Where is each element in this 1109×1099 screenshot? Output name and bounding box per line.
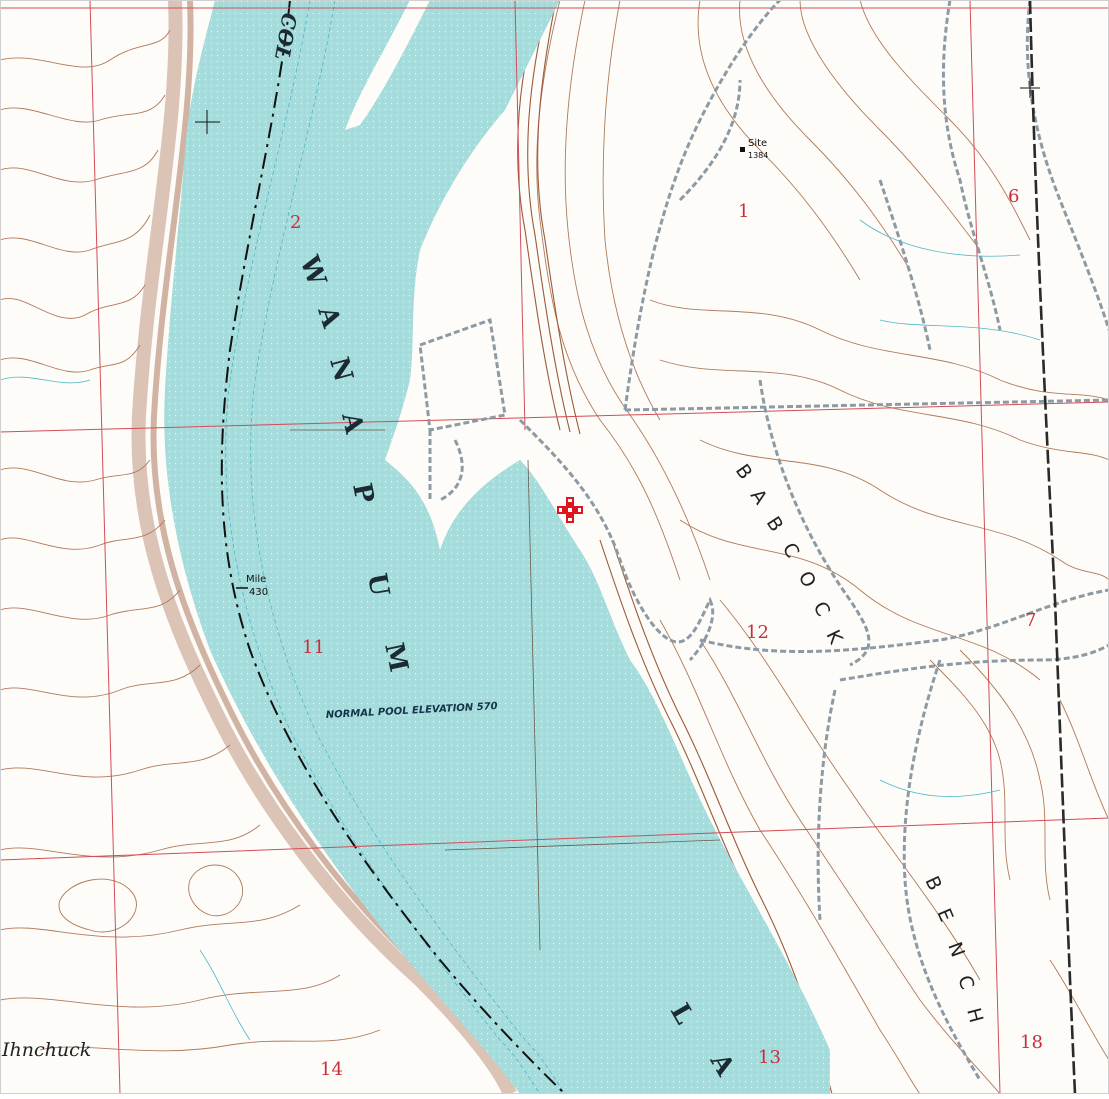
- section-number: 6: [1008, 186, 1019, 207]
- island-top: [345, 0, 430, 130]
- section-number: 18: [1020, 1032, 1043, 1053]
- lake-letter: U: [361, 571, 395, 599]
- channel-line: [220, 0, 566, 1095]
- place-label: Ihnchuck: [1, 1039, 91, 1061]
- section-number: 7: [1025, 610, 1036, 631]
- section-grid-water: [290, 429, 721, 951]
- site-elevation: 1384: [748, 151, 768, 160]
- bench-letter: C: [953, 973, 978, 992]
- section-numbers: 1 2 6 7 11 12 13 14 18: [290, 186, 1043, 1080]
- mile-value: 430: [249, 587, 268, 598]
- lake-letter: M: [378, 640, 413, 674]
- mile-marker: Mile 430: [236, 574, 268, 598]
- railroad: [1028, 0, 1077, 1095]
- site-marker: Site 1384: [740, 138, 768, 160]
- crosshair-marker-icon[interactable]: [557, 497, 583, 523]
- roads: [418, 0, 1109, 1081]
- lake-streams: [225, 0, 566, 1095]
- contours-west: [0, 29, 381, 1052]
- section-number: 2: [290, 212, 301, 233]
- land-streams: [0, 219, 1041, 1041]
- contours-east: [536, 0, 1109, 1095]
- site-label: Site: [748, 138, 767, 149]
- section-number: 11: [302, 637, 325, 658]
- section-number: 13: [758, 1047, 781, 1068]
- survey-ticks: [195, 78, 1040, 134]
- lake-water: [164, 0, 831, 1094]
- bench-letter: H: [962, 1006, 987, 1026]
- section-number: 1: [738, 201, 749, 222]
- bench-label: B E N C H: [920, 873, 987, 1025]
- mile-label: Mile: [246, 574, 266, 585]
- bench-letter: N: [943, 939, 969, 960]
- section-number: 12: [746, 622, 769, 643]
- section-number: 14: [320, 1059, 343, 1080]
